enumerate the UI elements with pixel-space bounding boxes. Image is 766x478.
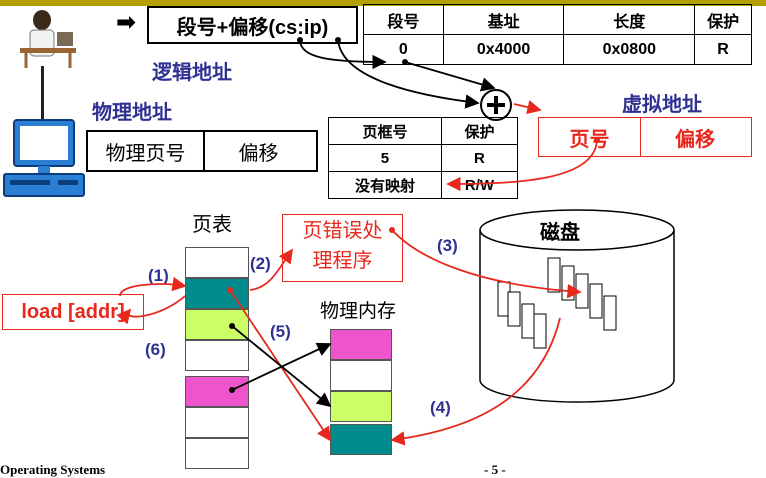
page-table-entry xyxy=(185,376,249,407)
memory-frame xyxy=(330,424,392,455)
physical-memory-label: 物理内存 xyxy=(320,300,397,322)
virtual-page-field: 页号 xyxy=(538,117,641,157)
memory-frame xyxy=(330,360,392,391)
fault-handler-line1: 页错误处 xyxy=(302,218,383,242)
page-entry-cell: 5 xyxy=(328,144,442,172)
memory-frame xyxy=(330,391,392,422)
segment-table-cell: 0x4000 xyxy=(442,34,565,65)
virtual-offset-field: 偏移 xyxy=(639,117,752,157)
segment-table-header: 段号 xyxy=(363,4,444,35)
step-label: (2) xyxy=(250,254,271,273)
disk-label: 磁盘 xyxy=(540,220,580,244)
page-entry-header: 保护 xyxy=(440,117,519,145)
load-instruction-box: load [addr] xyxy=(2,294,144,330)
step-label: (5) xyxy=(270,322,291,341)
page-table-entry xyxy=(185,340,249,371)
page-table-entry xyxy=(185,438,249,469)
step-label: (6) xyxy=(145,340,166,359)
page-table-entry xyxy=(185,247,249,278)
footer-left: Operating Systems xyxy=(0,462,106,477)
segment-table-header: 长度 xyxy=(563,4,696,35)
page-table-label: 页表 xyxy=(192,212,232,236)
step-label: (3) xyxy=(437,236,458,255)
header-bar xyxy=(0,0,766,6)
physical-address-label: 物理地址 xyxy=(92,102,172,124)
segment-table-cell: 0x0800 xyxy=(563,34,696,65)
segment-table-header: 基址 xyxy=(442,4,565,35)
connector-line xyxy=(41,66,44,128)
page-fault-handler-box: 页错误处 理程序 xyxy=(282,214,403,282)
page-table-entry xyxy=(185,278,249,309)
page-entry-table: 页框号 保护 5 R 没有映射 R/W xyxy=(328,117,519,199)
plus-circle-icon xyxy=(480,89,512,121)
computer-icon xyxy=(3,119,85,197)
page-table-entry xyxy=(185,309,249,340)
step-label: (4) xyxy=(430,398,451,417)
virtual-address-label: 虚拟地址 xyxy=(622,94,702,116)
physical-page-number-field: 物理页号 xyxy=(86,130,205,172)
page-entry-cell: 没有映射 xyxy=(328,171,442,199)
segment-table: 段号 基址 长度 保护 0 0x4000 0x0800 R xyxy=(363,4,752,65)
segment-table-header: 保护 xyxy=(694,4,752,35)
segment-offset-box: 段号+偏移(cs:ip) xyxy=(147,6,358,44)
page-entry-cell: R/W xyxy=(440,171,519,199)
person-icon xyxy=(20,10,76,68)
logical-address-label: 逻辑地址 xyxy=(152,62,232,84)
step-label: (1) xyxy=(148,266,169,285)
segment-table-cell: 0 xyxy=(363,34,444,65)
page-table-entry xyxy=(185,407,249,438)
arrow-right-icon: ➡ xyxy=(116,8,137,36)
page-number: - 5 - xyxy=(484,462,506,477)
page-entry-header: 页框号 xyxy=(328,117,442,145)
fault-handler-line2: 理程序 xyxy=(312,248,373,272)
page-entry-cell: R xyxy=(440,144,519,172)
memory-frame xyxy=(330,329,392,360)
physical-offset-field: 偏移 xyxy=(201,130,318,172)
segment-table-cell: R xyxy=(694,34,752,65)
